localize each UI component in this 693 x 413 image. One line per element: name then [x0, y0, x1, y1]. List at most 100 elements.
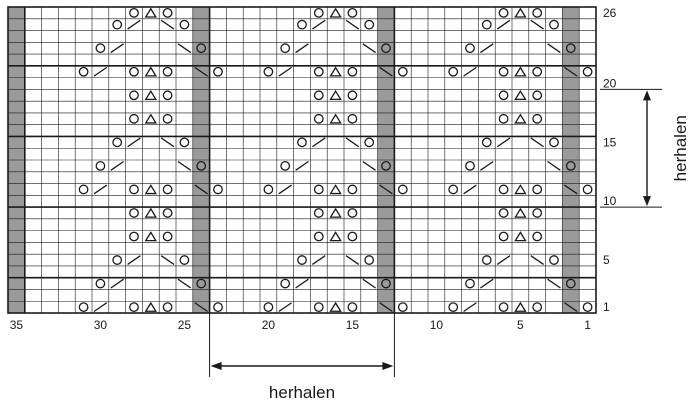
centered-double-decrease-symbol	[514, 207, 527, 218]
stitch-number-label: 15	[346, 318, 360, 332]
centered-double-decrease-symbol	[329, 66, 342, 77]
yarn-over-symbol	[582, 302, 593, 313]
yarn-over-symbol	[129, 66, 139, 77]
chart-border	[7, 6, 597, 314]
yarn-over-symbol	[112, 19, 123, 30]
yarn-over-symbol	[565, 43, 576, 54]
yarn-over-symbol	[196, 278, 207, 289]
k2tog-symbol	[312, 137, 326, 148]
ssk-symbol	[160, 19, 175, 30]
k2tog-symbol	[496, 255, 511, 265]
yarn-over-symbol	[162, 7, 173, 18]
k2tog-symbol	[312, 19, 326, 30]
stitch-number-label: 10	[430, 318, 444, 332]
centered-double-decrease-symbol	[514, 301, 527, 312]
ssk-symbol	[362, 160, 376, 171]
yarn-over-symbol	[347, 184, 358, 195]
centered-double-decrease-symbol	[144, 66, 157, 77]
centered-double-decrease-symbol	[329, 301, 342, 312]
ssk-symbol	[362, 278, 376, 289]
yarn-over-symbol	[162, 113, 173, 124]
yarn-over-symbol	[129, 302, 139, 313]
ssk-symbol	[564, 66, 578, 77]
yarn-over-symbol	[532, 113, 543, 124]
k2tog-symbol	[93, 184, 108, 195]
row-number-label: 20	[603, 77, 617, 91]
ssk-symbol	[177, 43, 192, 54]
yarn-over-symbol	[498, 302, 509, 313]
yarn-over-symbol	[313, 113, 324, 124]
yarn-over-symbol	[129, 113, 139, 124]
yarn-over-symbol	[397, 302, 408, 313]
yarn-over-symbol	[179, 19, 190, 30]
centered-double-decrease-symbol	[514, 231, 527, 242]
ssk-symbol	[194, 184, 208, 195]
yarn-over-symbol	[263, 66, 274, 77]
yarn-over-symbol	[313, 90, 324, 101]
yarn-over-symbol	[313, 231, 324, 242]
yarn-over-symbol	[162, 231, 173, 242]
ssk-symbol	[547, 43, 561, 54]
centered-double-decrease-symbol	[329, 113, 342, 124]
centered-double-decrease-symbol	[144, 113, 157, 124]
k2tog-symbol	[110, 278, 124, 289]
yarn-over-symbol	[532, 231, 543, 242]
yarn-over-symbol	[280, 43, 291, 54]
k2tog-symbol	[463, 302, 477, 313]
yarn-over-symbol	[162, 302, 173, 313]
yarn-over-symbol	[347, 302, 358, 313]
centered-double-decrease-symbol	[144, 7, 157, 18]
yarn-over-symbol	[347, 90, 358, 101]
centered-double-decrease-symbol	[329, 89, 342, 101]
ssk-symbol	[379, 66, 393, 77]
yarn-over-symbol	[549, 255, 559, 265]
yarn-over-symbol	[448, 302, 459, 313]
centered-double-decrease-symbol	[144, 301, 157, 312]
yarn-over-symbol	[381, 43, 391, 54]
yarn-over-symbol	[565, 278, 576, 289]
k2tog-symbol	[110, 160, 124, 171]
k2tog-symbol	[463, 66, 477, 77]
yarn-over-symbol	[498, 113, 509, 124]
yarn-over-symbol	[179, 255, 190, 265]
ssk-symbol	[530, 19, 544, 30]
stitch-repeat-arrowhead-left	[210, 362, 222, 370]
yarn-over-symbol	[213, 66, 223, 77]
yarn-over-symbol	[532, 184, 543, 195]
yarn-over-symbol	[196, 161, 207, 171]
k2tog-symbol	[110, 43, 124, 54]
yarn-over-symbol	[532, 90, 543, 101]
k2tog-symbol	[463, 184, 477, 195]
row-repeat-arrowhead-down	[643, 196, 651, 207]
yarn-over-symbol	[498, 208, 509, 218]
stitch-symbols	[78, 7, 593, 313]
yarn-over-symbol	[347, 66, 358, 77]
yarn-over-symbol	[498, 90, 509, 101]
yarn-over-symbol	[196, 43, 207, 54]
yarn-over-symbol	[364, 19, 375, 30]
centered-double-decrease-symbol	[514, 184, 527, 195]
centered-double-decrease-symbol	[329, 207, 342, 218]
ssk-symbol	[160, 255, 175, 265]
ssk-symbol	[547, 278, 561, 289]
yarn-over-symbol	[78, 184, 89, 195]
grid-lines	[7, 6, 597, 314]
yarn-over-symbol	[498, 7, 509, 18]
centered-double-decrease-symbol	[329, 231, 342, 242]
row-repeat-label: herhalen	[671, 115, 690, 181]
ssk-symbol	[379, 184, 393, 195]
centered-double-decrease-symbol	[514, 89, 527, 101]
ssk-symbol	[345, 19, 360, 30]
yarn-over-symbol	[397, 66, 408, 77]
centered-double-decrease-symbol	[144, 207, 157, 218]
yarn-over-symbol	[549, 137, 559, 148]
centered-double-decrease-symbol	[144, 231, 157, 242]
yarn-over-symbol	[313, 208, 324, 218]
yarn-over-symbol	[448, 66, 459, 77]
ssk-symbol	[194, 66, 208, 77]
stitch-repeat-label: herhalen	[269, 383, 335, 402]
yarn-over-symbol	[565, 161, 576, 171]
k2tog-symbol	[480, 160, 494, 171]
